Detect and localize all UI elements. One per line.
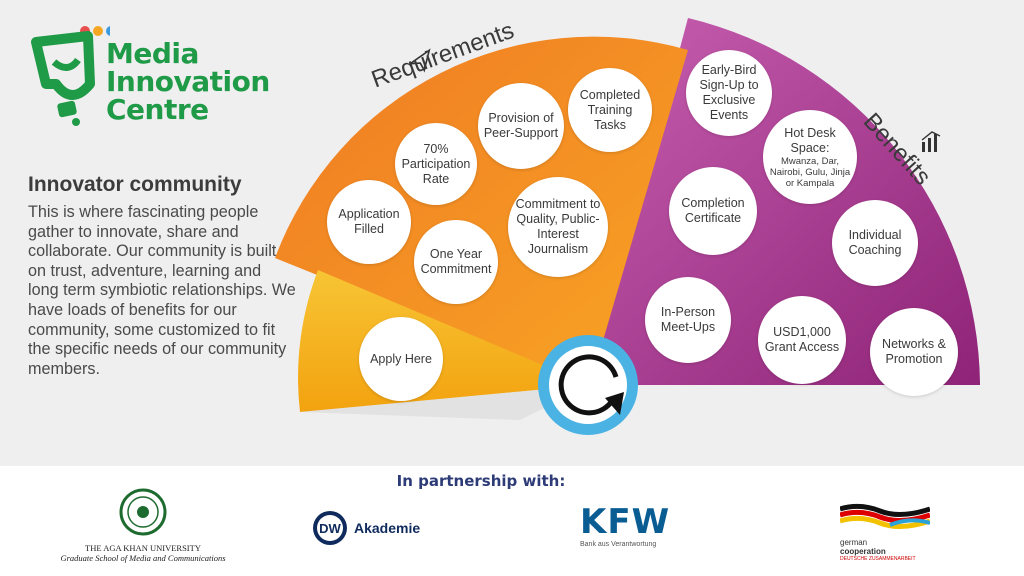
requirement-participation-rate: 70% Participation Rate <box>395 123 477 205</box>
media-innovation-centre-logo: Media Innovation Centre <box>30 22 270 132</box>
benefit-networks-promotion: Networks & Promotion <box>870 308 958 396</box>
intro-title: Innovator community <box>28 173 242 196</box>
hot-desk-locations: Mwanza, Dar, Nairobi, Gulu, Jinja or Kam… <box>769 155 851 189</box>
kfw-tagline: Bank aus Verantwortung <box>580 541 657 548</box>
cycle-icon <box>538 335 638 435</box>
requirement-application-filled: Application Filled <box>327 180 411 264</box>
apply-here-button[interactable]: Apply Here <box>359 317 443 401</box>
partners-title: In partnership with: <box>396 472 566 490</box>
benefit-hot-desk: Hot Desk Space: Mwanza, Dar, Nairobi, Gu… <box>763 110 857 204</box>
aku-subtitle: Graduate School of Media and Communicati… <box>60 553 226 563</box>
bar-chart-icon <box>921 131 941 152</box>
benefit-meetups: In-Person Meet-Ups <box>645 277 731 363</box>
benefit-early-bird: Early-Bird Sign-Up to Exclusive Events <box>686 50 772 136</box>
intro-body: This is where fascinating people gather … <box>28 203 296 378</box>
benefit-completion-certificate: Completion Certificate <box>669 167 757 255</box>
dw-mark-icon: DW <box>313 511 347 545</box>
requirement-quality-journalism: Commitment to Quality, Public-Interest J… <box>508 177 608 277</box>
svg-text:DW: DW <box>319 521 341 536</box>
logo-line-1: Media <box>106 37 199 70</box>
hot-desk-title: Hot Desk Space: <box>784 125 836 155</box>
aga-khan-university-logo: THE AGA KHAN UNIVERSITY Graduate School … <box>48 488 238 563</box>
kfw-logo: KFW Bank aus Verantwortung <box>580 505 690 548</box>
hero-panel: Media Innovation Centre Innovator commun… <box>0 0 1024 466</box>
benefit-individual-coaching: Individual Coaching <box>832 200 918 286</box>
german-cooperation-logo: german cooperation DEUTSCHE ZUSAMMENARBE… <box>839 503 950 562</box>
giz-line-1: german <box>840 538 868 547</box>
giz-line-3: DEUTSCHE ZUSAMMENARBEIT <box>840 556 916 562</box>
logo-line-3: Centre <box>106 93 209 126</box>
requirement-one-year-commitment: One Year Commitment <box>414 220 498 304</box>
aku-seal-icon <box>119 488 167 536</box>
kfw-wordmark: KFW <box>580 502 671 542</box>
aku-name: THE AGA KHAN UNIVERSITY <box>85 543 201 553</box>
requirement-training-tasks: Completed Training Tasks <box>568 68 652 152</box>
giz-line-2: cooperation <box>840 547 886 556</box>
paper-plane-icon <box>407 48 431 73</box>
requirement-peer-support: Provision of Peer-Support <box>478 83 564 169</box>
german-flag-wave-icon <box>839 503 931 529</box>
benefit-grant-access: USD1,000 Grant Access <box>758 296 846 384</box>
logo-line-2: Innovation <box>106 65 270 98</box>
dw-akademie-text: Akademie <box>354 520 421 536</box>
dw-akademie-logo: DW Akademie <box>312 508 452 548</box>
